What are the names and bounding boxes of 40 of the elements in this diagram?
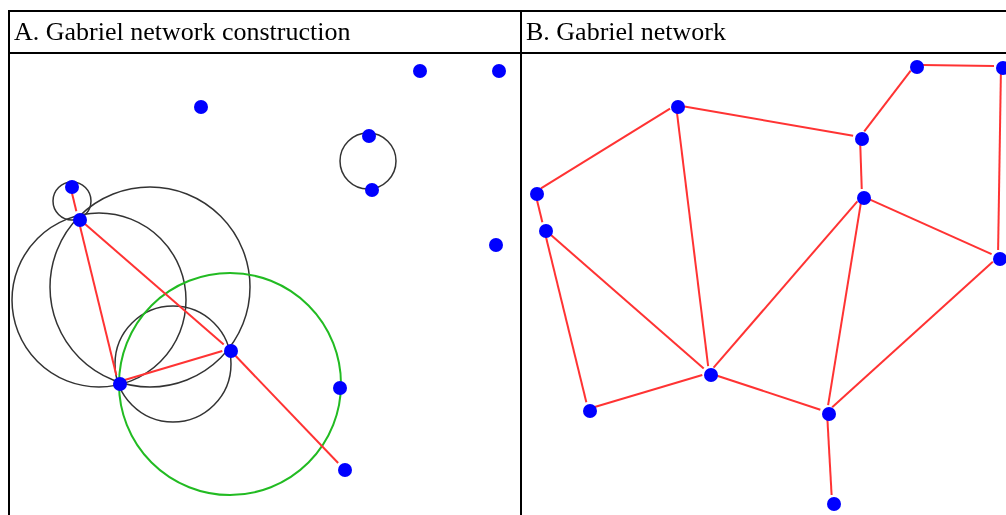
point-dot bbox=[194, 100, 208, 114]
point-dot bbox=[224, 344, 238, 358]
panel-heading: A. Gabriel network construction bbox=[10, 12, 522, 54]
network-edge bbox=[826, 418, 833, 496]
point-dot bbox=[993, 252, 1006, 266]
panel bbox=[520, 10, 1006, 515]
network-edge bbox=[831, 260, 994, 409]
panel bbox=[8, 10, 522, 515]
network-edge bbox=[859, 143, 863, 190]
point-dot bbox=[338, 463, 352, 477]
point-dot bbox=[583, 404, 597, 418]
network-edge bbox=[921, 64, 995, 67]
network-edge bbox=[712, 200, 859, 369]
network-edge bbox=[997, 72, 1002, 251]
point-dot bbox=[113, 377, 127, 391]
point-dot bbox=[996, 61, 1006, 75]
network-edge bbox=[123, 350, 224, 381]
point-dot bbox=[827, 497, 841, 511]
point-dot bbox=[413, 64, 427, 78]
network-edge bbox=[863, 69, 912, 133]
point-dot bbox=[333, 381, 347, 395]
point-dot bbox=[492, 64, 506, 78]
panel-heading: B. Gabriel network bbox=[522, 12, 1006, 54]
network-edge bbox=[593, 374, 704, 408]
point-dot bbox=[489, 238, 503, 252]
point-dot bbox=[362, 129, 376, 143]
network-edge bbox=[548, 232, 705, 370]
point-dot bbox=[822, 407, 836, 421]
point-dot bbox=[857, 191, 871, 205]
point-dot bbox=[530, 187, 544, 201]
point-dot bbox=[910, 60, 924, 74]
network-edge bbox=[539, 107, 672, 190]
point-dot bbox=[704, 368, 718, 382]
point-dot bbox=[73, 213, 87, 227]
network-edge bbox=[82, 221, 225, 346]
point-dot bbox=[855, 132, 869, 146]
point-dot bbox=[65, 180, 79, 194]
point-dot bbox=[365, 183, 379, 197]
point-dot bbox=[671, 100, 685, 114]
point-dot bbox=[539, 224, 553, 238]
